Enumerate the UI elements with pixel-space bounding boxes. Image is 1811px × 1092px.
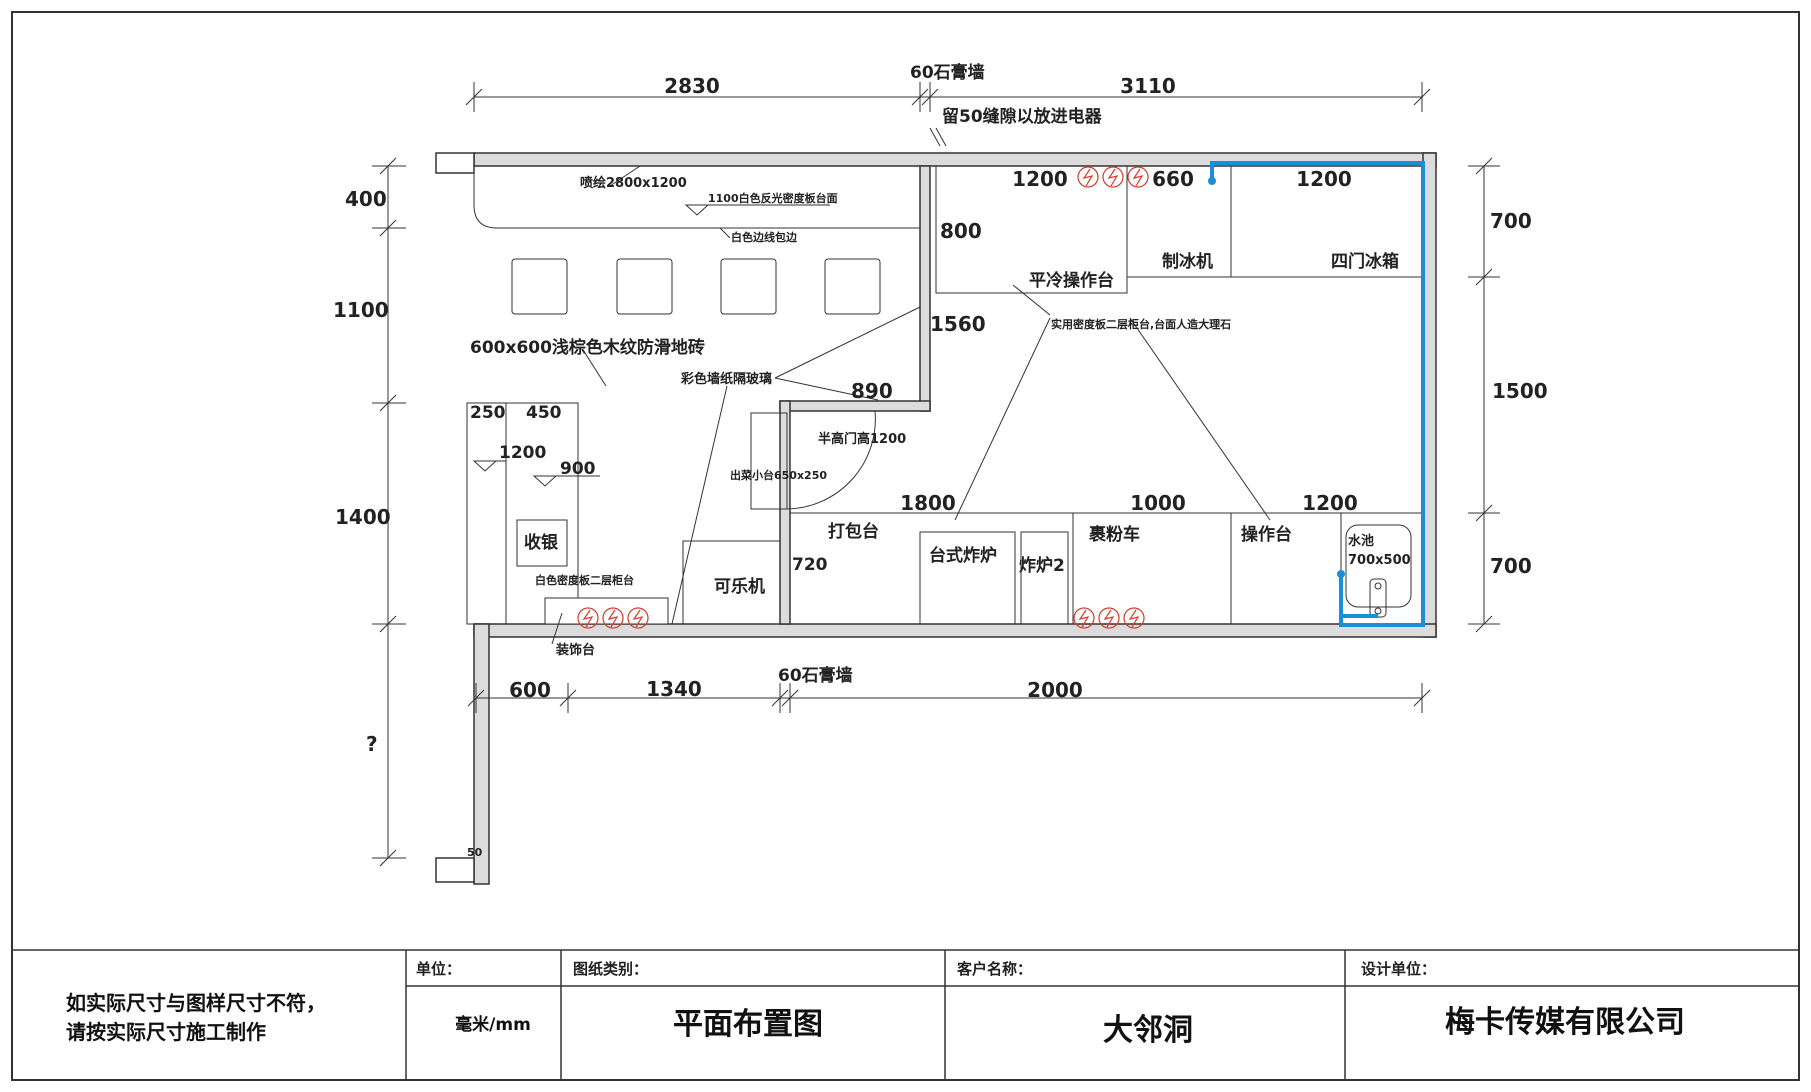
front-counter: [473, 166, 920, 229]
dim-1800: 1800: [900, 491, 956, 515]
tb-type-value: 平面布置图: [673, 1007, 823, 1042]
label-cola: 可乐机: [714, 576, 765, 597]
tb-note-line1: 如实际尺寸与图样尺寸不符，: [66, 991, 326, 1015]
seat-3: [720, 258, 777, 315]
tb-client-label: 客户名称：: [956, 960, 1032, 978]
dimension-lines: [372, 82, 1500, 867]
drawing-frame: [11, 11, 1800, 1081]
tb-designer-value: 梅卡传媒有限公司: [1445, 1005, 1685, 1040]
outlet-icon: [1073, 607, 1095, 629]
tb-client-value: 大邻洞: [1103, 1013, 1193, 1048]
dim-2000: 2000: [1027, 678, 1083, 702]
wall-stub-top: [435, 152, 475, 174]
dim-1000: 1000: [1130, 491, 1186, 515]
dim-700-bottom: 700: [1490, 554, 1532, 578]
dim-720: 720: [792, 555, 828, 575]
outlet-icon: [1102, 166, 1124, 188]
label-counter-top: 1100白色反光密度板台面: [708, 191, 838, 205]
tb-unit-value: 毫米/mm: [455, 1014, 531, 1035]
dim-900: 900: [560, 459, 596, 479]
labels: 喷绘2800x1200 1100白色反光密度板台面 白色边线包边 600x600…: [470, 175, 1411, 658]
dim-1500: 1500: [1492, 379, 1548, 403]
label-cabinet-note: 实用密度板二层柜台,台面人造大理石: [1051, 317, 1231, 331]
dim-800: 800: [940, 219, 982, 243]
tb-unit-label: 单位：: [416, 960, 461, 978]
label-sink: 水池: [1348, 533, 1374, 549]
outlet-icon: [1127, 166, 1149, 188]
dim-1560: 1560: [930, 312, 986, 336]
water-outlet-dot: [1337, 570, 1345, 578]
label-work-table: 操作台: [1241, 524, 1292, 545]
dim-250: 250: [470, 403, 506, 423]
dim-600: 600: [509, 678, 551, 702]
dim-50: 50: [467, 846, 483, 859]
label-edge: 白色边线包边: [731, 230, 798, 244]
dim-400: 400: [345, 187, 387, 211]
leader-lines: [551, 165, 1271, 645]
label-fryer-table: 台式炸炉: [929, 545, 997, 566]
outlet-icon: [602, 607, 624, 629]
dim-660: 660: [1152, 167, 1194, 191]
wall-stub-bottom: [435, 857, 475, 883]
dim-unknown: ?: [366, 732, 378, 756]
label-half-door: 半高门高1200: [818, 431, 906, 447]
seat-4: [824, 258, 881, 315]
dim-890: 890: [851, 379, 893, 403]
outlet-icon: [577, 607, 599, 629]
label-floor-tile: 600x600浅棕色木纹防滑地砖: [470, 337, 705, 358]
dimension-text: 2830 3110 60石膏墙 留50缝隙以放进电器 400 1100 1400…: [333, 62, 1548, 859]
cashier-box: [516, 519, 568, 567]
outlet-icon: [1123, 607, 1145, 629]
label-white-cabinet: 白色密度板二层柜台: [535, 573, 634, 587]
tb-designer-label: 设计单位：: [1361, 960, 1436, 978]
power-outlets: [577, 166, 1149, 629]
half-door: [750, 410, 876, 510]
outlet-icon: [1098, 607, 1120, 629]
dim-1340: 1340: [646, 677, 702, 701]
seats: [511, 258, 881, 315]
dim-3110: 3110: [1120, 74, 1176, 98]
dim-700-top: 700: [1490, 209, 1532, 233]
dim-1200-fridge: 1200: [1296, 167, 1352, 191]
tb-type-label: 图纸类别：: [573, 960, 648, 978]
cashier-area: [466, 204, 830, 625]
dim-1200-cold: 1200: [1012, 167, 1068, 191]
title-block: [12, 949, 1799, 1080]
kitchen-fixtures: [790, 165, 1423, 625]
dim-450: 450: [526, 403, 562, 423]
title-block-text: 如实际尺寸与图样尺寸不符， 请按实际尺寸施工制作 单位： 毫米/mm 图纸类别：…: [66, 960, 1685, 1048]
label-powder-cart: 裹粉车: [1089, 524, 1140, 545]
dim-1400: 1400: [335, 505, 391, 529]
label-sink-size: 700x500: [1348, 553, 1411, 568]
cola-machine-box: [682, 540, 781, 625]
dim-1100: 1100: [333, 298, 389, 322]
label-spray: 喷绘2800x1200: [580, 175, 687, 191]
walls: [473, 152, 1437, 885]
label-pack-table: 打包台: [828, 521, 879, 542]
dim-1200-cashier: 1200: [499, 443, 546, 463]
label-deco-table: 装饰台: [555, 642, 595, 658]
water-pipe: [1210, 161, 1425, 627]
label-ice-machine: 制冰机: [1162, 251, 1213, 272]
dim-2830: 2830: [664, 74, 720, 98]
dim-wall-bottom: 60石膏墙: [778, 665, 853, 686]
dim-wall-top: 60石膏墙: [910, 62, 985, 83]
outlet-icon: [627, 607, 649, 629]
label-fridge: 四门冰箱: [1331, 251, 1399, 272]
dim-1200-work: 1200: [1302, 491, 1358, 515]
outlet-icon: [1077, 166, 1099, 188]
label-glass: 彩色墙纸隔玻璃: [680, 371, 772, 387]
seat-2: [616, 258, 673, 315]
label-cashier: 收银: [524, 532, 559, 553]
seat-1: [511, 258, 568, 315]
label-fryer2: 炸炉2: [1019, 555, 1065, 576]
water-inlet-dot: [1208, 177, 1216, 185]
gap-note: 留50缝隙以放进电器: [942, 106, 1103, 127]
label-cold-table: 平冷操作台: [1029, 270, 1114, 291]
label-serve-table: 出菜小台650x250: [730, 468, 827, 482]
tb-note-line2: 请按实际尺寸施工制作: [66, 1020, 266, 1044]
